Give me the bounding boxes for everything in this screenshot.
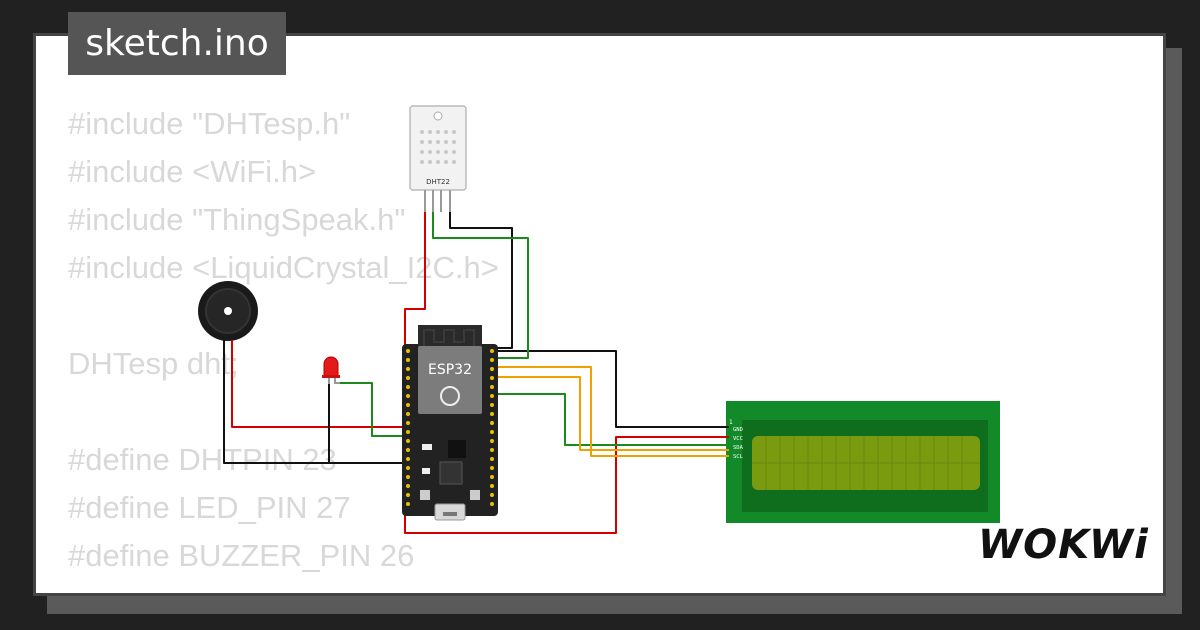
buzzer[interactable] bbox=[198, 281, 258, 345]
lcd-pin-label: GND bbox=[733, 427, 743, 433]
esp32-board[interactable]: ESP32 bbox=[402, 325, 498, 521]
wire-lcd-sda bbox=[494, 393, 729, 446]
wires bbox=[223, 212, 729, 534]
esp-right-pins bbox=[490, 349, 494, 506]
esp-left-pins bbox=[406, 349, 410, 506]
code-line: #include <LiquidCrystal_I2C.h> bbox=[68, 250, 499, 285]
wire-buzzer-signal bbox=[231, 340, 405, 428]
esp-usb-chip bbox=[439, 461, 463, 485]
esp-regulator-chip bbox=[448, 440, 466, 458]
code-line: #include "DHTesp.h" bbox=[68, 106, 351, 141]
wire-lcd-scl-a bbox=[494, 366, 729, 457]
wire-dht-gnd bbox=[449, 212, 513, 349]
code-line: DHTesp dht; bbox=[68, 346, 239, 381]
wire-led-signal bbox=[340, 382, 405, 437]
esp-label: ESP32 bbox=[428, 362, 472, 378]
espressif-logo-icon bbox=[440, 386, 460, 406]
dht-vent-grid bbox=[420, 130, 456, 164]
code-line: #define BUZZER_PIN 26 bbox=[68, 538, 415, 573]
file-tab[interactable]: sketch.ino bbox=[68, 12, 286, 75]
esp-shield bbox=[418, 346, 482, 414]
dht-label: DHT22 bbox=[426, 178, 450, 186]
wire-dht-data bbox=[432, 212, 529, 359]
dht22-sensor[interactable]: DHT22 bbox=[409, 105, 467, 212]
esp-antenna bbox=[423, 329, 475, 346]
wokwi-logo: WOKWi bbox=[978, 522, 1149, 568]
lcd-pin-label: SCL bbox=[733, 454, 744, 460]
red-led[interactable] bbox=[322, 356, 340, 384]
lcd-pin-label: VCC bbox=[733, 436, 743, 442]
code-preview: #include "DHTesp.h" #include <WiFi.h> #i… bbox=[68, 100, 499, 580]
lcd-char-grid bbox=[752, 436, 980, 490]
wire-dht-vcc bbox=[404, 212, 426, 346]
code-line: #include <WiFi.h> bbox=[68, 154, 317, 189]
dht-pins bbox=[424, 190, 451, 212]
lcd-display[interactable]: 1 GND VCC SDA SCL bbox=[726, 401, 1000, 523]
code-line: #include "ThingSpeak.h" bbox=[68, 202, 406, 237]
svg-text:1: 1 bbox=[729, 419, 733, 426]
wire-lcd-vcc bbox=[404, 436, 729, 534]
wire-lcd-scl-b bbox=[494, 376, 729, 451]
esp-boot-button bbox=[420, 490, 430, 500]
lcd-pin-label: SDA bbox=[733, 445, 744, 451]
esp-reset-button bbox=[470, 490, 480, 500]
code-line: #define DHTPIN 23 bbox=[68, 442, 337, 477]
wire-buzzer-gnd bbox=[223, 340, 405, 464]
wire-lcd-gnd bbox=[494, 350, 729, 428]
code-line: #define LED_PIN 27 bbox=[68, 490, 351, 525]
